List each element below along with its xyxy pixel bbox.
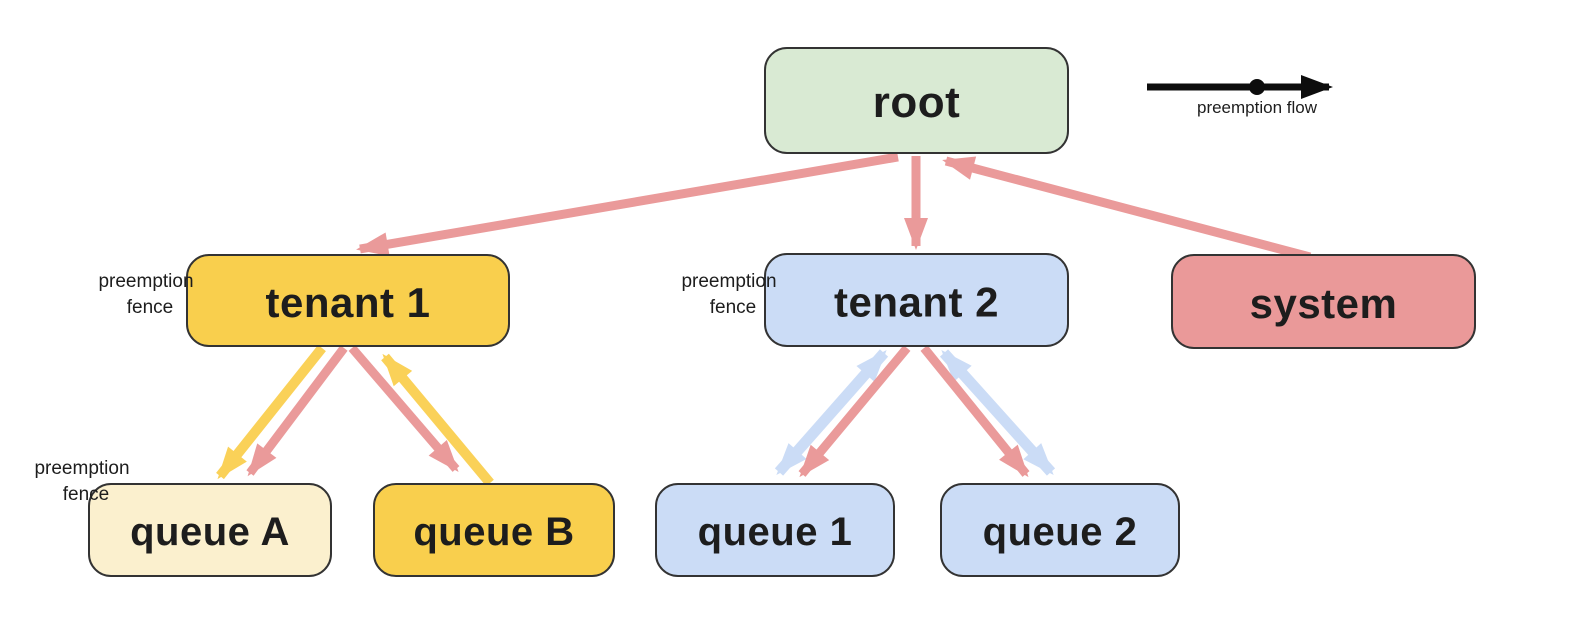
flow-arrow-tenant-2-to-queue-2-red xyxy=(920,345,1030,478)
fence-label-queue-a-line2: fence xyxy=(63,484,109,505)
node-queue-1: queue 1 xyxy=(655,483,895,577)
flow-arrow-system-to-root-red xyxy=(942,156,1312,262)
flow-arrow-tenant-2-to-queue-1-red xyxy=(798,345,911,478)
node-label-system: system xyxy=(1250,280,1398,327)
fence-label-queue-a-line1: preemption xyxy=(34,458,129,479)
flow-arrow-tenant-1-to-queue-b-red xyxy=(348,345,460,473)
flow-arrow-tenant-1-to-queue-a-yellow xyxy=(216,344,326,480)
flow-arrow-tenant-2-to-queue-2-blue xyxy=(939,349,1056,476)
node-label-queue-a: queue A xyxy=(130,510,290,554)
fence-label-tenant-2-line1: preemption xyxy=(681,271,776,292)
flow-arrow-root-to-tenant-1-red xyxy=(356,152,899,257)
node-queue-2: queue 2 xyxy=(940,483,1180,577)
node-label-queue-1: queue 1 xyxy=(698,510,853,554)
node-label-queue-b: queue B xyxy=(413,510,574,554)
node-tenant-1: tenant 1 xyxy=(186,254,510,347)
node-label-tenant-1: tenant 1 xyxy=(265,279,430,326)
node-tenant-2: tenant 2 xyxy=(764,253,1069,347)
node-system: system xyxy=(1171,254,1476,349)
flow-arrow-tenant-1-to-queue-a-red xyxy=(246,345,348,477)
flow-arrow-queue-b-to-tenant-1-yellow xyxy=(381,353,494,487)
fence-labels-layer: preemption fence preemption fence preemption… xyxy=(34,271,776,505)
legend: preemption flow xyxy=(1147,75,1333,117)
node-root: root xyxy=(764,47,1069,154)
fence-label-tenant-2-line2: fence xyxy=(710,297,756,318)
fence-label-tenant-1-line2: fence xyxy=(127,297,173,318)
node-label-tenant-2: tenant 2 xyxy=(834,279,999,326)
nodes-layer: root tenant 1 tenant 2 system queue A queue B… xyxy=(88,47,1476,577)
edges-layer xyxy=(216,152,1312,487)
flow-arrow-tenant-2-to-queue-1-blue xyxy=(774,349,889,476)
node-label-root: root xyxy=(873,78,961,127)
node-queue-a: queue A xyxy=(88,483,332,577)
fence-label-tenant-1-line1: preemption xyxy=(98,271,193,292)
node-queue-b: queue B xyxy=(373,483,615,577)
legend-label: preemption flow xyxy=(1197,98,1318,117)
legend-arrow-dot-icon xyxy=(1249,79,1265,95)
node-label-queue-2: queue 2 xyxy=(983,510,1138,554)
